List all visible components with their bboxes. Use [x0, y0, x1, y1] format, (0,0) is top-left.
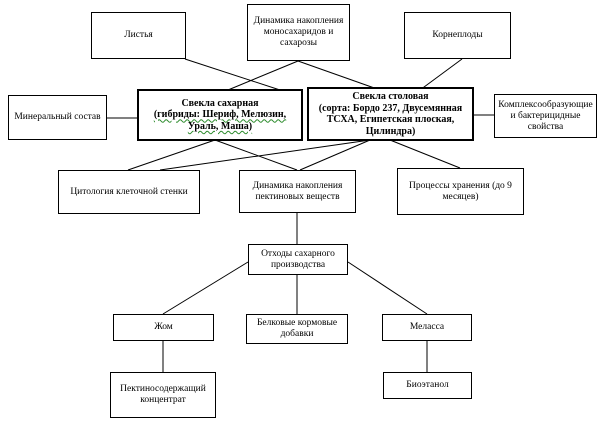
node-othody: Отходы сахарного производства: [248, 244, 348, 275]
node-listya: Листья: [91, 12, 186, 59]
node-dinamika-mono: Динамика накопления моносахаридов и саха…: [247, 4, 350, 61]
node-citologiya: Цитология клеточной стенки: [58, 170, 200, 214]
node-dinamika-pektin-label: Динамика накопления пектиновых веществ: [252, 180, 343, 202]
edge-korneplody-stolovaya: [419, 58, 463, 91]
node-belkovye-label: Белковые кормовые добавки: [256, 318, 338, 339]
node-dinamika-mono-label: Динамика накопления моносахаридов и саха…: [253, 16, 344, 48]
node-bioetanol: Биоэтанол: [383, 372, 472, 399]
node-listya-label: Листья: [124, 30, 153, 40]
node-pektinosoderzh-label: Пектиносодержащий концентрат: [120, 384, 206, 405]
edge-saharnaya-pektin: [214, 139, 298, 171]
edge-stolovaya-citologiya: [159, 139, 371, 171]
node-dinamika-pektin: Динамика накопления пектиновых веществ: [239, 170, 356, 213]
node-korneplody-label: Корнеплоды: [432, 30, 483, 40]
node-melassa-label: Меласса: [409, 322, 445, 332]
node-othody-label: Отходы сахарного производства: [261, 248, 335, 270]
node-svekla-saharnaya-subtitle: (гибриды: Шериф, Мелюзин, Ураль, Маша): [153, 109, 287, 132]
node-citologiya-label: Цитология клеточной стенки: [70, 186, 188, 197]
node-korneplody: Корнеплоды: [404, 12, 511, 59]
node-kompleks-label: Комплексообразующие и бактерицидные свой…: [498, 99, 593, 132]
node-bioetanol-label: Биоэтанол: [406, 380, 449, 390]
node-svekla-saharnaya: Свекла сахарная (гибриды: Шериф, Мелюзин…: [137, 89, 303, 141]
edge-dinamika-saharnaya: [227, 60, 299, 91]
edge-othody-melassa: [347, 261, 428, 315]
edge-saharnaya-citologiya: [127, 139, 216, 171]
node-pektinosoderzh: Пектиносодержащий концентрат: [110, 372, 216, 418]
node-kompleks: Комплексообразующие и бактерицидные свой…: [494, 94, 597, 138]
edge-stolovaya-pektin: [299, 139, 371, 171]
node-hranenie-label: Процессы хранения (до 9 месяцев): [409, 180, 512, 202]
node-hranenie: Процессы хранения (до 9 месяцев): [397, 168, 524, 215]
node-svekla-saharnaya-title: Свекла сахарная: [181, 97, 259, 109]
node-mineralny: Минеральный состав: [8, 95, 107, 140]
edge-listya-saharnaya: [184, 58, 281, 91]
edge-dinamika-stolovaya: [297, 60, 381, 91]
node-melassa: Меласса: [382, 314, 472, 341]
edge-stolovaya-hranenie: [389, 139, 461, 169]
node-svekla-stolovaya: Свекла столовая (сорта: Бордо 237, Двусе…: [307, 87, 474, 141]
edge-othody-zhom: [162, 261, 249, 315]
node-mineralny-label: Минеральный состав: [14, 112, 101, 122]
node-zhom-label: Жом: [154, 322, 173, 332]
node-svekla-stolovaya-title: Свекла столовая: [352, 91, 429, 102]
node-zhom: Жом: [113, 314, 214, 341]
node-svekla-stolovaya-subtitle: (сорта: Бордо 237, Двусемянная ТСХА, Еги…: [318, 102, 463, 137]
node-belkovye: Белковые кормовые добавки: [246, 314, 348, 344]
